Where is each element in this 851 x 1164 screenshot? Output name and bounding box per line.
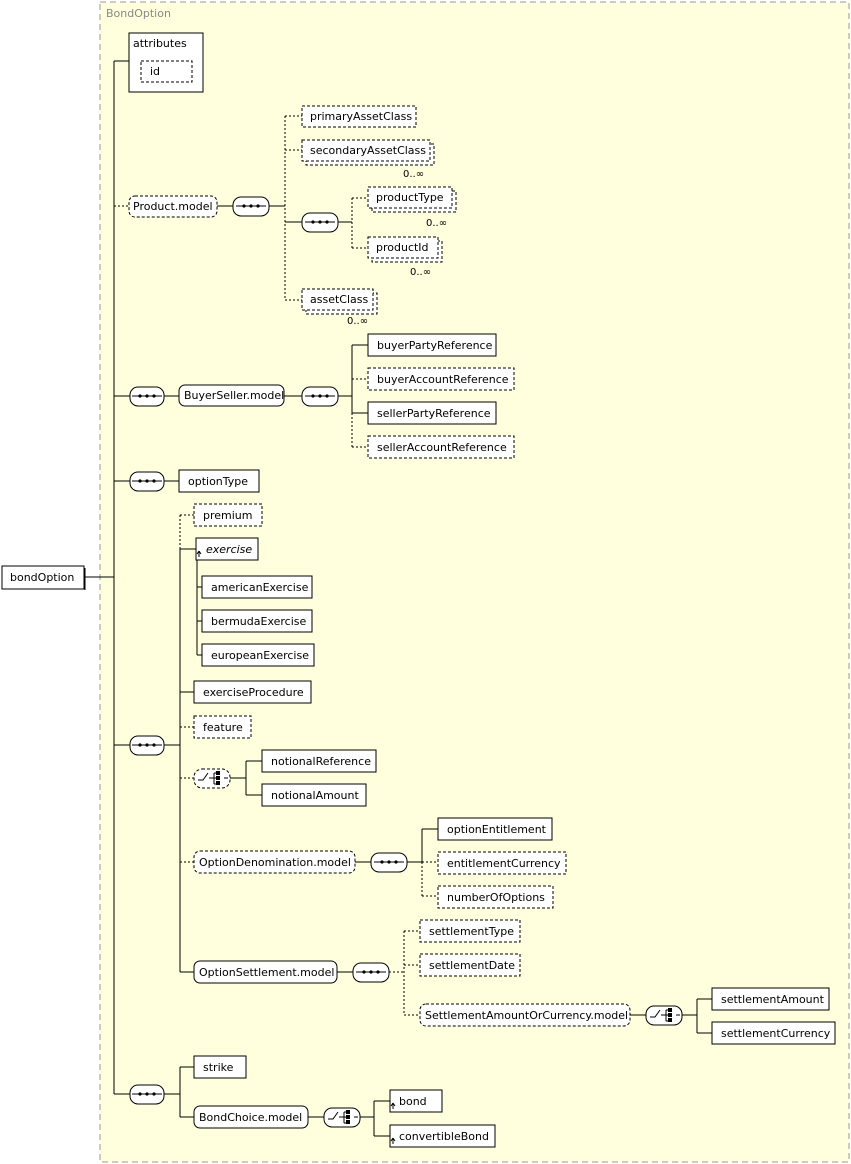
notionalamount-label: notionalAmount bbox=[271, 789, 359, 802]
element-settlementamount[interactable] bbox=[711, 987, 830, 1011]
root-element-bondoption[interactable] bbox=[1, 565, 85, 590]
element-americanexercise[interactable] bbox=[201, 575, 313, 599]
premium-label: premium bbox=[203, 509, 253, 522]
bermudaexercise-label: bermudaExercise bbox=[211, 615, 306, 628]
secondaryassetclass-card: 0..∞ bbox=[403, 169, 424, 180]
element-selleraccountreference[interactable] bbox=[367, 435, 515, 459]
secondaryassetclass-label: secondaryAssetClass bbox=[310, 144, 426, 157]
element-strike[interactable] bbox=[193, 1055, 247, 1079]
product-model-group[interactable] bbox=[128, 195, 218, 218]
sellerpartyreference-label: sellerPartyReference bbox=[377, 407, 491, 420]
settlementcurrency-label: settlementCurrency bbox=[721, 1027, 831, 1040]
feature-label: feature bbox=[203, 721, 243, 734]
element-productid[interactable] bbox=[367, 236, 439, 259]
element-settlementdate[interactable] bbox=[419, 953, 521, 977]
element-optionentitlement[interactable] bbox=[437, 817, 553, 841]
element-optiontype[interactable] bbox=[178, 469, 260, 493]
buyerseller-model-label: BuyerSeller.model bbox=[184, 389, 284, 402]
bond-label: bond bbox=[399, 1095, 427, 1108]
optiondenomination-model-label: OptionDenomination.model bbox=[199, 856, 351, 869]
element-producttype[interactable] bbox=[367, 186, 453, 209]
settlementamount-label: settlementAmount bbox=[721, 993, 825, 1006]
optionsettlement-model-label: OptionSettlement.model bbox=[199, 966, 334, 979]
settlementdate-label: settlementDate bbox=[429, 959, 515, 972]
americanexercise-label: americanExercise bbox=[211, 581, 309, 594]
numberofoptions-label: numberOfOptions bbox=[447, 891, 545, 904]
productid-card: 0..∞ bbox=[410, 267, 431, 278]
optiontype-label: optionType bbox=[188, 475, 248, 488]
optionentitlement-label: optionEntitlement bbox=[447, 823, 547, 836]
element-bermudaexercise[interactable] bbox=[201, 609, 313, 633]
element-secondaryassetclass[interactable] bbox=[301, 139, 431, 162]
attribute-id[interactable] bbox=[140, 60, 193, 83]
convertiblebond-reference-icon bbox=[390, 1137, 396, 1144]
element-europeanexercise[interactable] bbox=[201, 643, 315, 667]
exercise-reference-icon bbox=[196, 550, 202, 557]
element-convertiblebond[interactable] bbox=[389, 1124, 496, 1148]
bond-reference-icon bbox=[390, 1102, 396, 1109]
entitlementcurrency-label: entitlementCurrency bbox=[447, 857, 561, 870]
buyeraccountreference-label: buyerAccountReference bbox=[377, 373, 509, 386]
exerciseprocedure-label: exerciseProcedure bbox=[203, 686, 304, 699]
exercise-label: exercise bbox=[206, 543, 252, 556]
productid-label: productId bbox=[376, 241, 429, 254]
strike-label: strike bbox=[203, 1061, 234, 1074]
convertiblebond-label: convertibleBond bbox=[399, 1130, 489, 1143]
element-settlementtype[interactable] bbox=[419, 919, 521, 943]
element-assetclass[interactable] bbox=[301, 288, 374, 311]
optiondenomination-model-group[interactable] bbox=[193, 850, 356, 874]
element-notionalreference[interactable] bbox=[261, 749, 377, 773]
element-exerciseprocedure[interactable] bbox=[193, 680, 312, 704]
element-entitlementcurrency[interactable] bbox=[437, 851, 567, 875]
root-label: bondOption bbox=[10, 571, 74, 584]
element-premium[interactable] bbox=[193, 503, 263, 527]
element-buyeraccountreference[interactable] bbox=[367, 367, 515, 391]
element-bond[interactable] bbox=[389, 1089, 443, 1113]
attributes-title: attributes bbox=[133, 37, 187, 50]
element-notionalamount[interactable] bbox=[261, 783, 367, 807]
notionalreference-label: notionalReference bbox=[271, 755, 371, 768]
element-exercise[interactable] bbox=[195, 537, 259, 561]
selleraccountreference-label: sellerAccountReference bbox=[377, 441, 507, 454]
product-model-label: Product.model bbox=[133, 200, 213, 213]
attribute-id-label: id bbox=[150, 65, 160, 78]
element-primaryassetclass[interactable] bbox=[301, 105, 417, 128]
assetclass-label: assetClass bbox=[310, 293, 368, 306]
settlementamountorcurrency-model-label: SettlementAmountOrCurrency.model bbox=[425, 1009, 628, 1022]
primaryassetclass-label: primaryAssetClass bbox=[310, 110, 412, 123]
element-settlementcurrency[interactable] bbox=[711, 1021, 836, 1045]
element-feature[interactable] bbox=[193, 715, 252, 739]
group-label: BondOption bbox=[106, 7, 171, 20]
element-sellerpartyreference[interactable] bbox=[367, 401, 497, 425]
element-numberofoptions[interactable] bbox=[437, 885, 554, 909]
buyerpartyreference-label: buyerPartyReference bbox=[377, 339, 493, 352]
producttype-card: 0..∞ bbox=[426, 218, 447, 229]
bondchoice-model-label: BondChoice.model bbox=[199, 1111, 302, 1124]
producttype-label: productType bbox=[376, 191, 444, 204]
europeanexercise-label: europeanExercise bbox=[211, 649, 309, 662]
settlementtype-label: settlementType bbox=[429, 925, 514, 938]
element-buyerpartyreference[interactable] bbox=[367, 333, 497, 357]
assetclass-card: 0..∞ bbox=[347, 316, 368, 327]
